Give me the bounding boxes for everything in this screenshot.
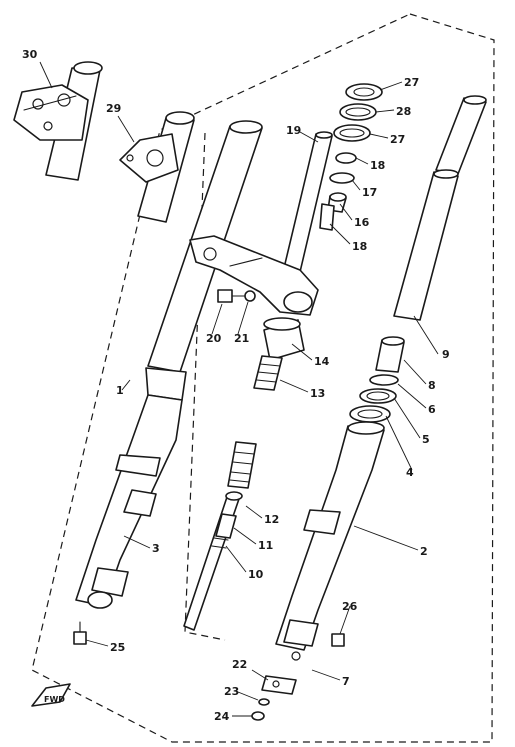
part-28-seal-ring — [339, 103, 377, 121]
part-9-right-inner-tube — [393, 95, 487, 321]
callout-12: 12 — [264, 513, 279, 526]
part-8-bushing — [375, 336, 405, 373]
callout-22: 22 — [232, 658, 247, 671]
leader-lines — [39, 61, 439, 717]
callout-18-lower: 18 — [352, 240, 367, 253]
callout-16: 16 — [354, 216, 370, 229]
callout-13: 13 — [310, 387, 325, 400]
callout-1: 1 — [116, 384, 124, 397]
callout-6: 6 — [428, 403, 436, 416]
part-5-seal — [359, 388, 397, 404]
callout-27-lower: 27 — [390, 133, 405, 146]
part-27-cap-lower — [333, 124, 371, 142]
callout-3: 3 — [152, 542, 160, 555]
callout-28: 28 — [396, 105, 411, 118]
callout-25: 25 — [110, 641, 125, 654]
callout-14: 14 — [314, 355, 330, 368]
part-17-washer — [329, 172, 355, 184]
part-27-cap-upper — [345, 83, 383, 101]
callout-23: 23 — [224, 685, 239, 698]
callout-18-upper: 18 — [370, 159, 385, 172]
callout-26: 26 — [342, 600, 358, 613]
assembly-boundary — [31, 13, 495, 743]
callout-17: 17 — [362, 186, 377, 199]
forward-marker-text: FWD — [44, 695, 65, 704]
callout-8: 8 — [428, 379, 436, 392]
part-13-short-spring — [253, 355, 283, 391]
forward-arrow-icon: FWD — [31, 683, 71, 707]
callout-7: 7 — [342, 675, 350, 688]
callout-labels: 30 29 19 27 28 27 18 17 16 18 9 8 6 5 4 … — [22, 48, 450, 723]
callout-29: 29 — [106, 102, 121, 115]
callout-24: 24 — [214, 710, 230, 723]
part-3-left-slider — [75, 394, 183, 609]
part-6-clip — [369, 374, 399, 386]
callout-9: 9 — [442, 348, 450, 361]
part-24-nut — [251, 711, 265, 721]
part-23-washer — [258, 698, 270, 706]
callout-4: 4 — [406, 466, 414, 479]
part-4-washer — [349, 405, 391, 423]
part-19-damper-rod — [189, 131, 333, 316]
part-26-bolt — [331, 633, 345, 647]
part-25-bolt — [73, 621, 87, 645]
callout-11: 11 — [258, 539, 273, 552]
part-30-upper-bracket — [13, 61, 103, 181]
callout-10: 10 — [248, 568, 264, 581]
callout-27-upper: 27 — [404, 76, 419, 89]
callout-19: 19 — [286, 124, 301, 137]
part-18-spacer-upper — [335, 152, 357, 164]
callout-21: 21 — [234, 332, 249, 345]
part-18-spacer-lower — [319, 203, 335, 231]
part-21-washer — [244, 290, 256, 302]
callout-5: 5 — [422, 433, 430, 446]
part-12-rebound-spring — [227, 441, 257, 489]
part-20-bolt — [217, 289, 245, 303]
part-22-axle-holder — [261, 675, 297, 695]
callout-30: 30 — [22, 48, 38, 61]
part-2-right-slider — [275, 421, 385, 661]
callout-2: 2 — [420, 545, 428, 558]
callout-20: 20 — [206, 332, 222, 345]
part-14-oil-lock-piece — [263, 317, 305, 361]
part-29-lower-bracket — [119, 111, 195, 223]
part-10-damper-rod — [183, 491, 243, 631]
